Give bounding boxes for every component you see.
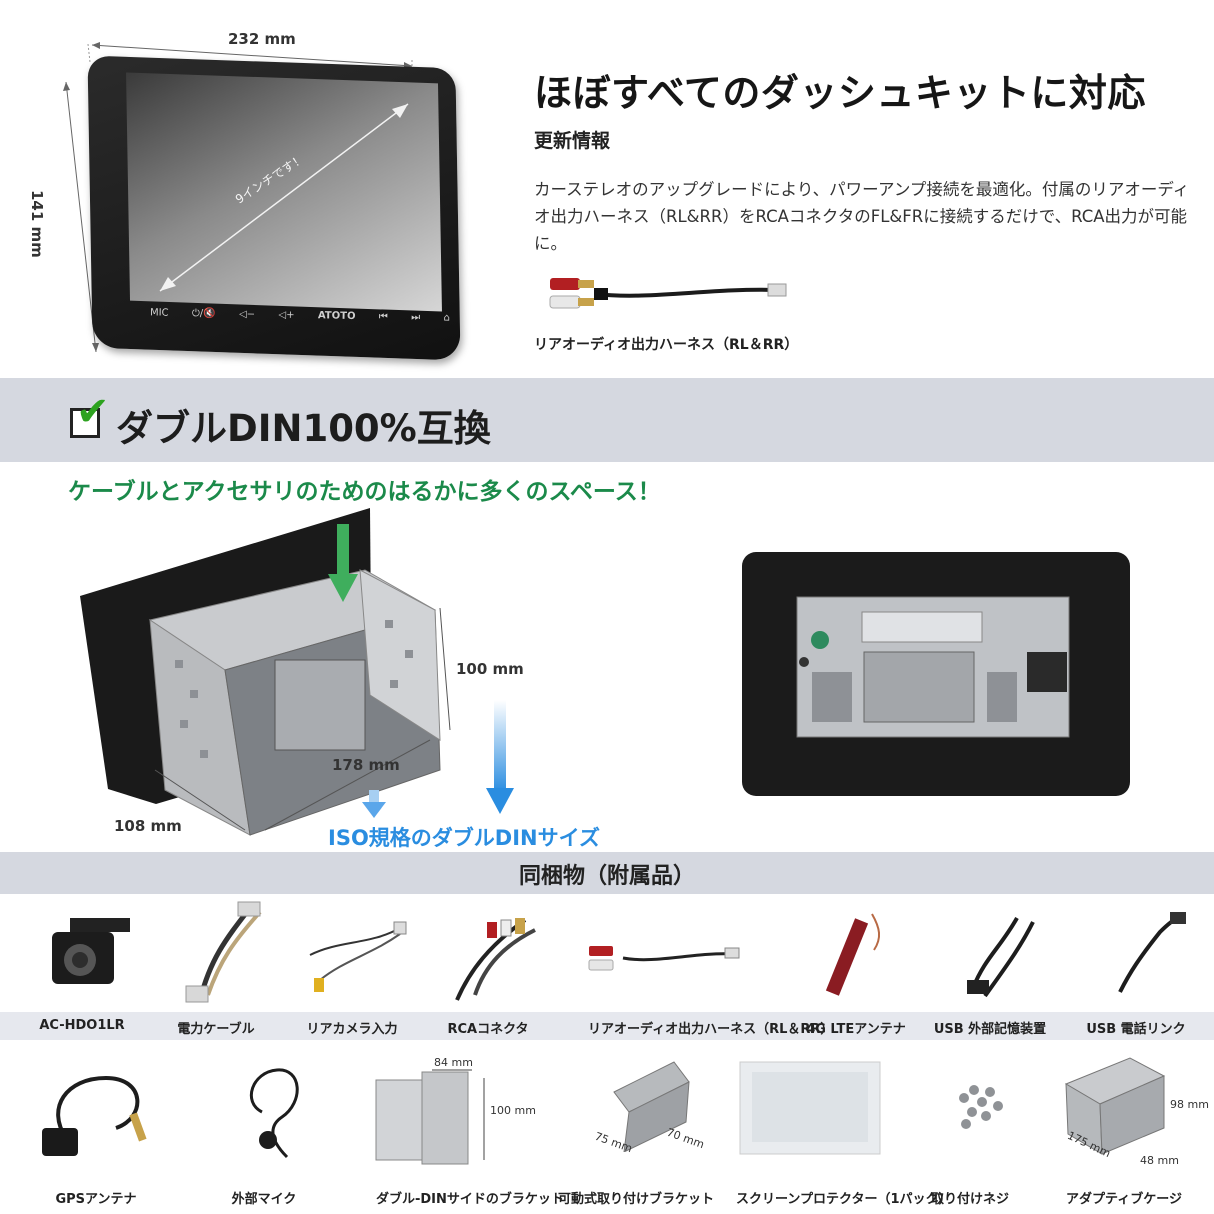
harness-caption: リアオーディオ出力ハーネス（RL＆RR） [534,337,799,353]
mic-label: MIC [149,306,169,319]
accessory-label: ダブル-DINサイドのブラケット [376,1192,564,1207]
banner-title: ダブルDIN100%互換 [116,407,491,450]
iso-size-label: ISO規格のダブルDINサイズ [328,826,600,850]
blue-arrow-small-icon [362,790,386,818]
screen-diagonal-arrow [159,103,409,292]
accessories-banner [0,852,1214,894]
din-cage-image [148,569,441,836]
bezel-buttons: MIC ⏻/🔇 ◁− ◁+ ATOTO ⏮ ⏭ ⌂ [150,297,450,332]
description-text: カーステレオのアップグレードにより、パワーアンプ接続を最適化。付属のリアオーディ… [534,180,1190,253]
accessory-label: リアカメラ入力 [306,1022,398,1037]
section-subtitle: 更新情報 [534,130,611,152]
accessory-label: 4G LTEアンテナ [806,1022,906,1037]
usb-storage-cable-image [967,917,1035,998]
previous-icon: ⏮ [378,310,388,323]
accessory-label: RCAコネクタ [447,1022,529,1037]
rca-connector-image [455,918,536,1001]
width-dimension: 232 mm [228,30,296,48]
height-dimension: 141 mm [28,190,46,258]
movable-bracket-image [613,1061,690,1152]
bracket-width-label: 84 mm [434,1056,473,1069]
camera-image [52,918,130,984]
gps-antenna-image [42,1075,147,1156]
screen-protector-image [739,1061,881,1155]
volume-up-icon: ◁+ [278,309,295,321]
accessory-label: USB 電話リンク [1086,1022,1186,1037]
chassis-dimension-lines [154,607,451,831]
height-dimension-label: 100 mm [456,660,524,678]
power-cable-image [185,901,262,1003]
width-dimension-label: 108 mm [114,817,182,835]
home-icon: ⌂ [443,312,451,324]
accessories-title: 同梱物（附属品） [518,864,695,889]
double-din-banner [0,378,1214,462]
cage-width-label: 48 mm [1140,1154,1179,1167]
brand-logo: ATOTO [317,309,356,322]
depth-dimension-label: 178 mm [332,756,400,774]
row1-label-strip [0,1012,1214,1040]
volume-down-icon: ◁− [238,308,256,320]
adaptive-cage-image [1064,1057,1166,1155]
checkbox-icon [70,408,100,438]
accessory-label: 可動式取り付けブラケット [558,1192,715,1207]
rear-audio-harness-image [588,946,740,971]
accessory-label: スクリーンプロテクター（1パック） [736,1192,952,1207]
harness-cable-image [549,278,787,309]
page-title: ほぼすべてのダッシュキットに対応 [534,71,1146,115]
usb-phone-link-image [1118,912,1186,993]
accessory-label: GPSアンテナ [55,1192,137,1207]
top-section: 232 mm 141 mm 9インチです！ MIC ⏻/🔇 ◁− ◁+ ATOT… [0,0,1214,378]
accessory-label: 取り付けネジ [930,1192,1009,1207]
rear-camera-input-image [309,921,407,992]
screws-image [959,1085,1003,1129]
accessory-label: アダプティブケージ [1066,1192,1182,1207]
accessory-label: 電力ケーブル [177,1022,255,1037]
cage-height-label: 98 mm [1170,1098,1209,1111]
accessory-label: リアオーディオ出力ハーネス（RL＆RR） [588,1022,834,1037]
accessory-label: USB 外部記憶装置 [933,1022,1047,1037]
lte-antenna-image [825,913,880,996]
power-mute-icon: ⏻/🔇 [191,307,216,320]
accessory-label: 外部マイク [231,1192,297,1207]
check-icon: ✔ [76,389,110,435]
side-bracket-image [375,1069,485,1165]
blue-arrow-large-icon [486,700,514,814]
device-rear-image [742,552,1130,796]
bracket-height-label: 100 mm [490,1104,536,1117]
space-tagline: ケーブルとアクセサリのためのはるかに多くのスペース！ [68,479,661,505]
next-icon: ⏭ [411,311,421,323]
insert-arrow-icon [328,524,358,602]
external-mic-image [249,1068,299,1159]
accessory-label: AC-HDO1LR [39,1018,125,1033]
